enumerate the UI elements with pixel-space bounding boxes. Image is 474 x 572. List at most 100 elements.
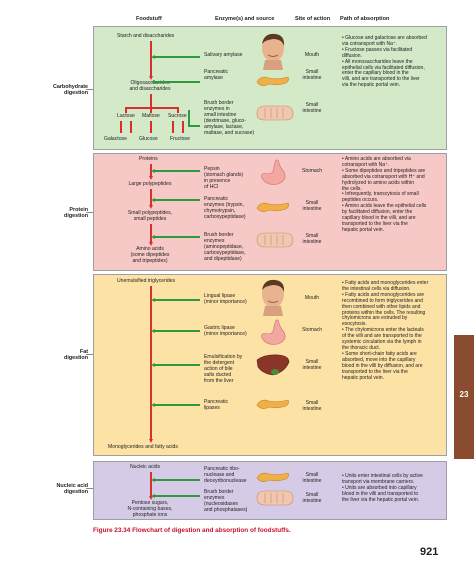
- intestine-icon: [256, 490, 294, 506]
- nucleic-acid-label: Nucleic acid digestion: [20, 483, 88, 496]
- protein-site-stomach: Stomach: [301, 168, 323, 174]
- carb-enzyme-salivary: Salivary amylase: [204, 52, 243, 58]
- protein-amino-line1: Amino acids: [136, 246, 164, 252]
- fat-absorption-path: • Fatty acids and monoglycerides enter t…: [342, 280, 446, 381]
- fat-abs-line: of the villi and are transported to the: [342, 333, 422, 340]
- protein-site-small-intestine-1: Small intestine: [297, 200, 327, 213]
- nucleic-abs-line: • Units enter intestinal cells by active: [342, 473, 423, 479]
- protein-enz1-line2: (stomach glands): [204, 171, 244, 178]
- protein-site-small-intestine-2: Small intestine: [297, 233, 327, 246]
- carb-enzyme-pancreatic-line1: Pancreatic: [204, 69, 229, 75]
- carb-enzyme-brush-line1: Brush border: [204, 100, 234, 106]
- fat-enzyme-pancreatic-lipases: Pancreatic lipases: [204, 399, 228, 412]
- nucleic-site-small-intestine-2: Small intestine: [297, 492, 327, 505]
- protein-absorption-path: • Amino acids are absorbed via cotranspo…: [342, 156, 446, 234]
- carbohydrate-label-line1: Carbohydrate: [52, 84, 88, 90]
- carb-enzyme-pancreatic-line2: amylase: [204, 74, 223, 81]
- header-enzymes: Enzyme(s) and source: [215, 16, 275, 22]
- fat-enz3-line2: the detergent: [204, 359, 235, 366]
- fat-abs-line: hepatic portal vein.: [342, 374, 384, 381]
- carb-oligo-line2: and disaccharides: [129, 85, 171, 92]
- fat-abs-line: • The chylomicrons enter the lacteals: [342, 327, 424, 334]
- page-number: 921: [420, 546, 439, 558]
- fat-unemulsified: Unemulsified triglycerides: [117, 278, 176, 284]
- fat-enz1-line2: (minor importance): [204, 298, 247, 305]
- protein-abs-line: hydrolyzed to amino acids within: [342, 179, 414, 186]
- protein-abs-line: absorbed via cotransport with H⁺ and: [342, 173, 425, 180]
- nucleic-abs-line: blood in the villi and transported to: [342, 490, 419, 497]
- carb-enzyme-pancreatic: Pancreatic amylase: [204, 69, 229, 82]
- stomach-icon: [261, 159, 286, 185]
- protein-enz2-line3: chymotrypsin,: [204, 207, 236, 214]
- nucleic-pent-line1: Pentose sugars,: [131, 500, 169, 506]
- nucleic-enz1-line2: nuclease and: [204, 471, 235, 478]
- carbohydrate-label: Carbohydrate digestion: [30, 84, 88, 97]
- fat-site-small-intestine-1: Small intestine: [297, 359, 327, 372]
- protein-abs-line: transported to the liver via the: [342, 220, 408, 227]
- fat-label-line2: digestion: [64, 355, 88, 362]
- nucleic-enz1-line3: deoxyribonuclease: [204, 477, 247, 484]
- nucleic-abs-line: • Units are absorbed into capillary: [342, 484, 417, 491]
- protein-panel: [93, 153, 447, 271]
- nucleic-abs-line: transport via membrane carriers.: [342, 478, 415, 485]
- carb-enzyme-brush-line2: enzymes in: [204, 105, 230, 112]
- carb-site3-line1: Small: [305, 102, 319, 108]
- protein-enz3-line1: Brush border: [204, 232, 234, 238]
- header-site: Site of action: [295, 16, 331, 22]
- fat-site4-line1: Small: [305, 400, 319, 406]
- fat-enz3-line1: Emulsification by: [204, 354, 243, 360]
- nucleic-pent-line2: N-containing bases,: [127, 505, 173, 512]
- carbohydrate-label-line2: digestion: [64, 90, 88, 97]
- nucleic-acids: Nucleic acids: [130, 464, 161, 470]
- protein-enz3-line5: and dipeptidase): [204, 255, 242, 262]
- fat-monoglycerides: Monoglycerides and fatty acids: [108, 444, 178, 450]
- fat-emulsification: Emulsification by the detergent action o…: [204, 354, 243, 385]
- fat-abs-line: chylomicrons are extruded by: [342, 315, 408, 322]
- carb-abs-line: • Fructose passes via facilitated: [342, 46, 413, 53]
- nucleic-enz2-line4: and phosphatases): [204, 506, 248, 513]
- fat-enz3-line4: salts ducted: [204, 371, 232, 378]
- fat-site3-line1: Small: [305, 359, 319, 365]
- fat-enz3-line3: action of bile: [204, 365, 233, 372]
- carb-site2-line1: Small: [305, 69, 319, 75]
- fat-enz2-line1: Gastric lipase: [204, 325, 235, 331]
- figure-caption: Figure 23.34 Flowchart of digestion and …: [93, 527, 291, 534]
- pancreas-icon: [256, 399, 289, 409]
- fat-abs-line: transported to the liver via the: [342, 368, 408, 375]
- protein-enz1-line3: in presence: [204, 177, 231, 184]
- protein-abs-line: peptides occurs.: [342, 197, 379, 204]
- carb-enzyme-brush-line5: amylase, lactase,: [204, 123, 244, 130]
- nucleic-absorption-path: • Units enter intestinal cells by active…: [342, 473, 446, 504]
- fat-abs-line: absorbed, move into the capillary: [342, 356, 416, 363]
- protein-enz3-line4: carboxypeptidase,: [204, 249, 246, 256]
- fat-abs-line: the thoracic duct.: [342, 344, 381, 351]
- nucleic-site-small-intestine-1: Small intestine: [297, 472, 327, 485]
- nucleic-label-line2: digestion: [64, 489, 88, 496]
- protein-amino-line3: and tripeptides): [132, 257, 168, 264]
- carb-oligo-line1: Oligosaccharides: [130, 80, 170, 86]
- protein-small-line2: small peptides: [133, 215, 167, 222]
- protein-abs-line: cotransport with Na⁺.: [342, 161, 390, 168]
- carb-abs-line: villi, and are transported to the liver: [342, 76, 420, 83]
- protein-abs-line: • Amino acids are absorbed via: [342, 156, 411, 162]
- fat-abs-line: • Fatty acids and monoglycerides are: [342, 291, 425, 298]
- fat-abs-line: recombined to form triglycerides and: [342, 297, 423, 304]
- nucleic-enz2-line3: (nucleosidases: [204, 500, 238, 507]
- fat-abs-line: then combined with other lipids and: [342, 303, 421, 310]
- fat-abs-line: the intestinal cells via diffusion.: [342, 285, 411, 292]
- fat-site-mouth: Mouth: [304, 295, 320, 301]
- carb-lactose: Lactose: [117, 113, 135, 119]
- fat-site4-line2: intestine: [302, 405, 322, 412]
- carb-galactose: Galactose: [104, 136, 127, 142]
- protein-small-line1: Small polypeptides,: [127, 210, 173, 216]
- protein-abs-line: hepatic portal vein.: [342, 226, 384, 233]
- head-icon: [262, 279, 285, 316]
- carb-enzyme-brush-line3: small intestine: [204, 111, 237, 118]
- protein-site2-line1: Small: [305, 200, 319, 206]
- fat-site-small-intestine-2: Small intestine: [297, 400, 327, 413]
- protein-enz3-line2: enzymes: [204, 237, 225, 244]
- carb-glucose: Glucose: [139, 136, 158, 142]
- protein-enz2-line2: enzymes (trypsin,: [204, 201, 244, 208]
- fat-site-stomach: Stomach: [301, 327, 323, 333]
- fat-enz3-line5: from the liver: [204, 377, 234, 384]
